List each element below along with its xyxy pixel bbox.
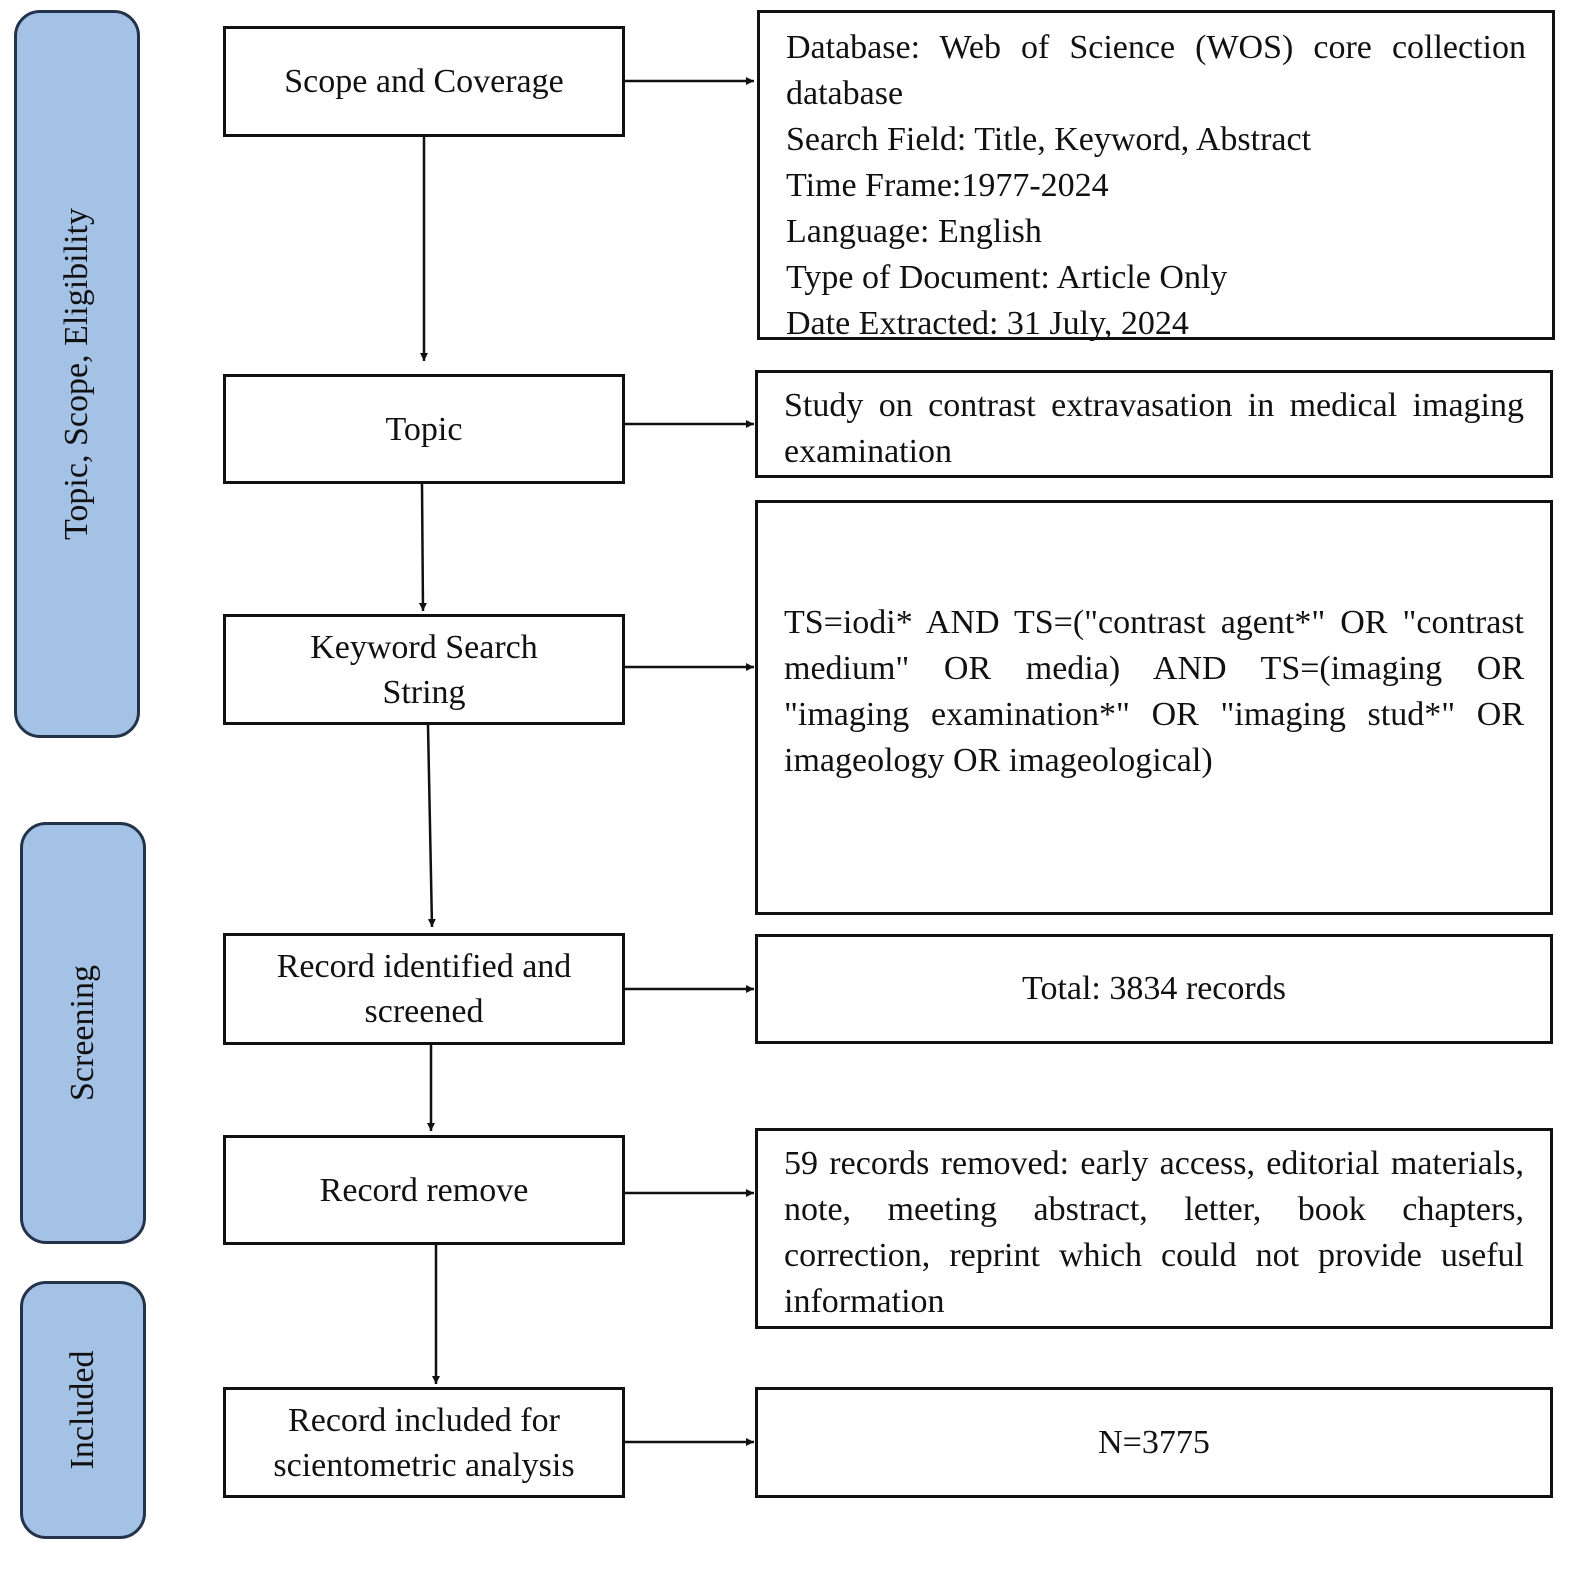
arrow-keyword-to-identified	[426, 724, 436, 928]
detail-keyword-search-string: TS=iodi* AND TS=("contrast agent*" OR "c…	[755, 500, 1553, 915]
detail-total-records: Total: 3834 records	[1022, 970, 1286, 1007]
detail-date-extracted: Date Extracted: 31 July, 2024	[786, 305, 1189, 342]
step-label: Record remove	[319, 1171, 529, 1209]
step-record-identified: Record identified and screened	[223, 933, 625, 1045]
step-keyword-search-string: Keyword Search String	[223, 614, 625, 725]
detail-search-field: Search Field: Title, Keyword, Abstract	[786, 121, 1312, 158]
detail-document-type: Type of Document: Article Only	[786, 259, 1228, 296]
detail-scope-and-coverage: Database: Web of Science (WOS) core coll…	[757, 10, 1555, 342]
phase-topic-scope-eligibility: Topic, Scope, Eligibility	[14, 10, 140, 738]
detail-topic: Study on contrast extravasation in medic…	[755, 370, 1553, 478]
step-label: Record identified and screened	[276, 948, 572, 1030]
detail-time-frame: Time Frame:1977-2024	[786, 167, 1109, 204]
detail-topic-text: Study on contrast extravasation in medic…	[784, 387, 1524, 470]
step-record-remove: Record remove	[223, 1135, 625, 1245]
detail-database: Database: Web of Science (WOS) core coll…	[786, 29, 1526, 112]
step-label: Scope and Coverage	[284, 63, 564, 100]
detail-record-identified: Total: 3834 records	[755, 934, 1553, 1044]
phase-included: Included	[20, 1281, 146, 1539]
step-record-included: Record included for scientometric analys…	[223, 1387, 625, 1498]
step-label: Topic	[385, 410, 463, 448]
detail-record-remove: 59 records removed: early access, editor…	[755, 1128, 1553, 1329]
detail-included-count: N=3775	[1098, 1423, 1210, 1461]
detail-removed-text: 59 records removed: early access, editor…	[784, 1145, 1524, 1320]
step-scope-and-coverage: Scope and Coverage	[223, 26, 625, 137]
step-label: Record included for scientometric analys…	[273, 1401, 575, 1484]
detail-keyword-text: TS=iodi* AND TS=("contrast agent*" OR "c…	[784, 603, 1524, 779]
step-topic: Topic	[223, 374, 625, 484]
arrow-topic-to-keyword	[418, 483, 427, 612]
phase-screening: Screening	[20, 822, 146, 1244]
detail-record-included: N=3775	[755, 1387, 1553, 1498]
detail-language: Language: English	[786, 213, 1042, 250]
step-label: Keyword Search String	[310, 628, 538, 711]
